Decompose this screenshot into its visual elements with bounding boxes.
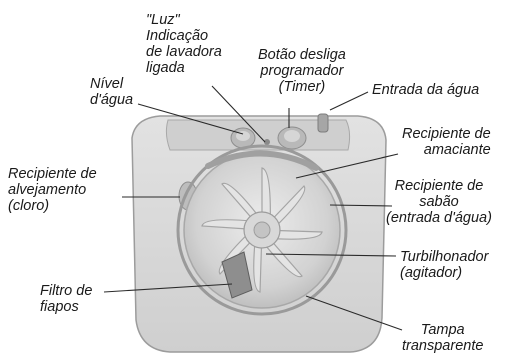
label-lint-filter: Filtro de fiapos: [40, 283, 92, 315]
label-softener-dispenser: Recipiente de amaciante: [402, 126, 491, 158]
label-softener-line: Recipiente de: [402, 126, 491, 142]
label-power-light-line: "Luz": [146, 12, 180, 28]
label-transparent-lid: Tampa transparente: [402, 322, 483, 354]
label-soap-dispenser: Recipiente de sabão (entrada d'água): [386, 178, 492, 226]
lint-filter: [221, 251, 253, 299]
label-soap-line: Recipiente de: [394, 178, 484, 194]
water-inlet: [317, 113, 329, 133]
label-timer-line: Botão desliga: [258, 47, 346, 63]
label-water-level: Nível d'água: [90, 76, 133, 108]
label-soap-line: sabão: [419, 194, 459, 210]
softener-dispenser: [205, 150, 319, 171]
transparent-lid: [176, 144, 348, 316]
power-light: [264, 139, 270, 145]
label-bleach-line: (cloro): [8, 198, 50, 214]
label-lint-filter-line: fiapos: [40, 299, 79, 315]
label-bleach-line: Recipiente de: [8, 166, 97, 182]
label-power-light-line: ligada: [146, 60, 185, 76]
label-agitator-line: Turbilhonador: [400, 249, 489, 265]
label-water-level-line: Nível: [90, 76, 124, 92]
label-lid-line: transparente: [402, 338, 484, 354]
label-lid-line: Tampa: [420, 322, 465, 338]
label-water-inlet: Entrada da água: [372, 82, 479, 98]
label-timer-line: (Timer): [278, 79, 326, 95]
label-agitator: Turbilhonador (agitador): [400, 249, 488, 281]
label-lint-filter-line: Filtro de: [40, 283, 93, 299]
label-water-inlet-line: Entrada da água: [372, 82, 480, 98]
label-water-level-line: d'água: [90, 92, 134, 108]
label-softener-line: amaciante: [423, 142, 491, 158]
label-power-light-line: Indicação: [146, 28, 209, 44]
label-timer-button: Botão desliga programador (Timer): [258, 47, 346, 95]
label-power-light-line: de lavadora: [146, 44, 222, 60]
label-bleach-line: alvejamento: [8, 182, 87, 198]
label-timer-line: programador: [260, 63, 344, 79]
label-bleach-dispenser: Recipiente de alvejamento (cloro): [8, 166, 97, 214]
label-soap-line: (entrada d'água): [386, 210, 492, 226]
label-power-light: "Luz" Indicação de lavadora ligada: [146, 12, 222, 76]
leader-lines: [103, 85, 403, 331]
label-agitator-line: (agitador): [400, 265, 463, 281]
